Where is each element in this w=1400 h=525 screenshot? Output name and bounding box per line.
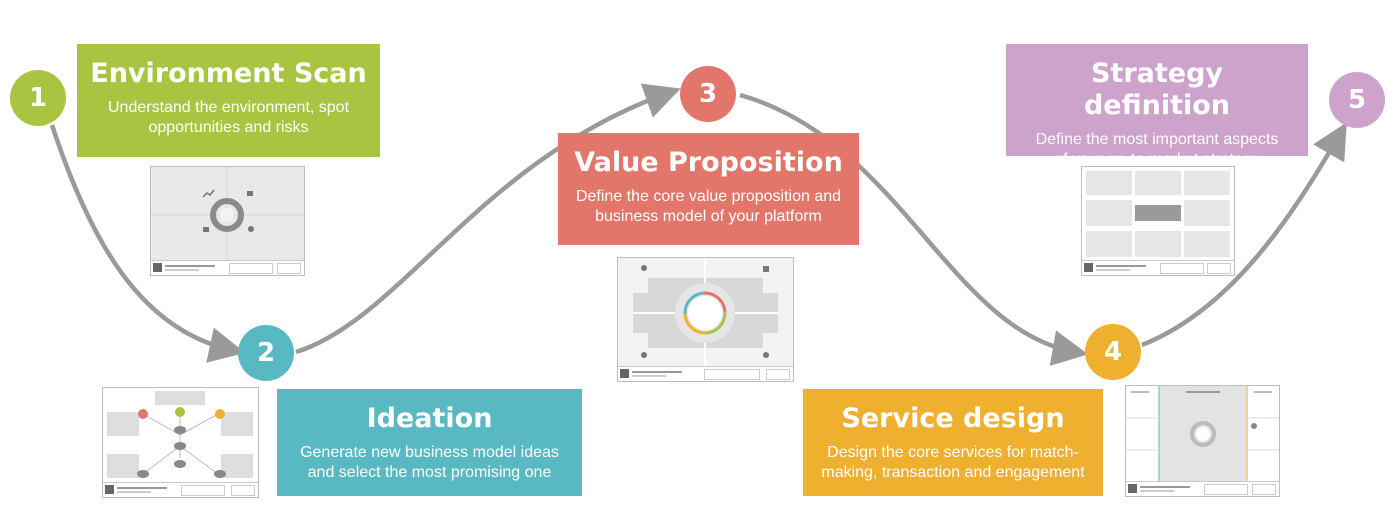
- ideation-canvas-icon: [107, 391, 253, 478]
- service-design-canvas-icon: [1126, 386, 1279, 482]
- step-4-description: Design the core services for match-makin…: [821, 444, 1085, 481]
- step-1-description: Understand the environment, spot opportu…: [107, 99, 350, 136]
- arrow-3-to-4: [739, 92, 1089, 366]
- step-1-title: Environment Scan: [90, 58, 367, 89]
- step-5-card: Strategy definition Define the most impo…: [1006, 44, 1308, 168]
- step-4-title: Service design: [841, 403, 1065, 434]
- step-5-description: Define the most important aspects of you…: [1035, 131, 1279, 168]
- step-3-card: Value Proposition Define the core value …: [558, 133, 859, 245]
- step-5-title: Strategy definition: [1083, 58, 1231, 121]
- strategy-definition-canvas-icon: [1086, 171, 1230, 257]
- arrow-2-to-3: [295, 83, 681, 355]
- step-4-card: Service design Design the core services …: [803, 389, 1103, 496]
- step-3-canvas-thumbnail: [617, 257, 794, 382]
- step-3-description: Define the core value proposition and bu…: [575, 188, 842, 225]
- step-3-badge: 3: [680, 66, 736, 122]
- arrow-1-to-2: [49, 124, 246, 363]
- step-2-card: Ideation Generate new business model ide…: [277, 389, 582, 496]
- environment-scan-canvas-icon: [151, 167, 304, 261]
- step-2-badge: 2: [238, 325, 294, 381]
- arrow-4-to-5: [1141, 122, 1347, 348]
- step-1-canvas-thumbnail: [150, 166, 305, 276]
- step-5-badge: 5: [1329, 72, 1385, 128]
- value-proposition-canvas-icon: [633, 258, 778, 367]
- step-4-canvas-thumbnail: [1125, 385, 1280, 497]
- step-1-badge: 1: [10, 70, 66, 126]
- step-2-description: Generate new business model ideas and se…: [300, 444, 559, 481]
- step-5-canvas-thumbnail: [1081, 166, 1235, 276]
- step-2-canvas-thumbnail: [102, 387, 259, 498]
- step-3-title: Value Proposition: [574, 147, 843, 178]
- step-1-card: Environment Scan Understand the environm…: [77, 44, 380, 157]
- step-2-title: Ideation: [366, 403, 493, 434]
- step-4-badge: 4: [1085, 324, 1141, 380]
